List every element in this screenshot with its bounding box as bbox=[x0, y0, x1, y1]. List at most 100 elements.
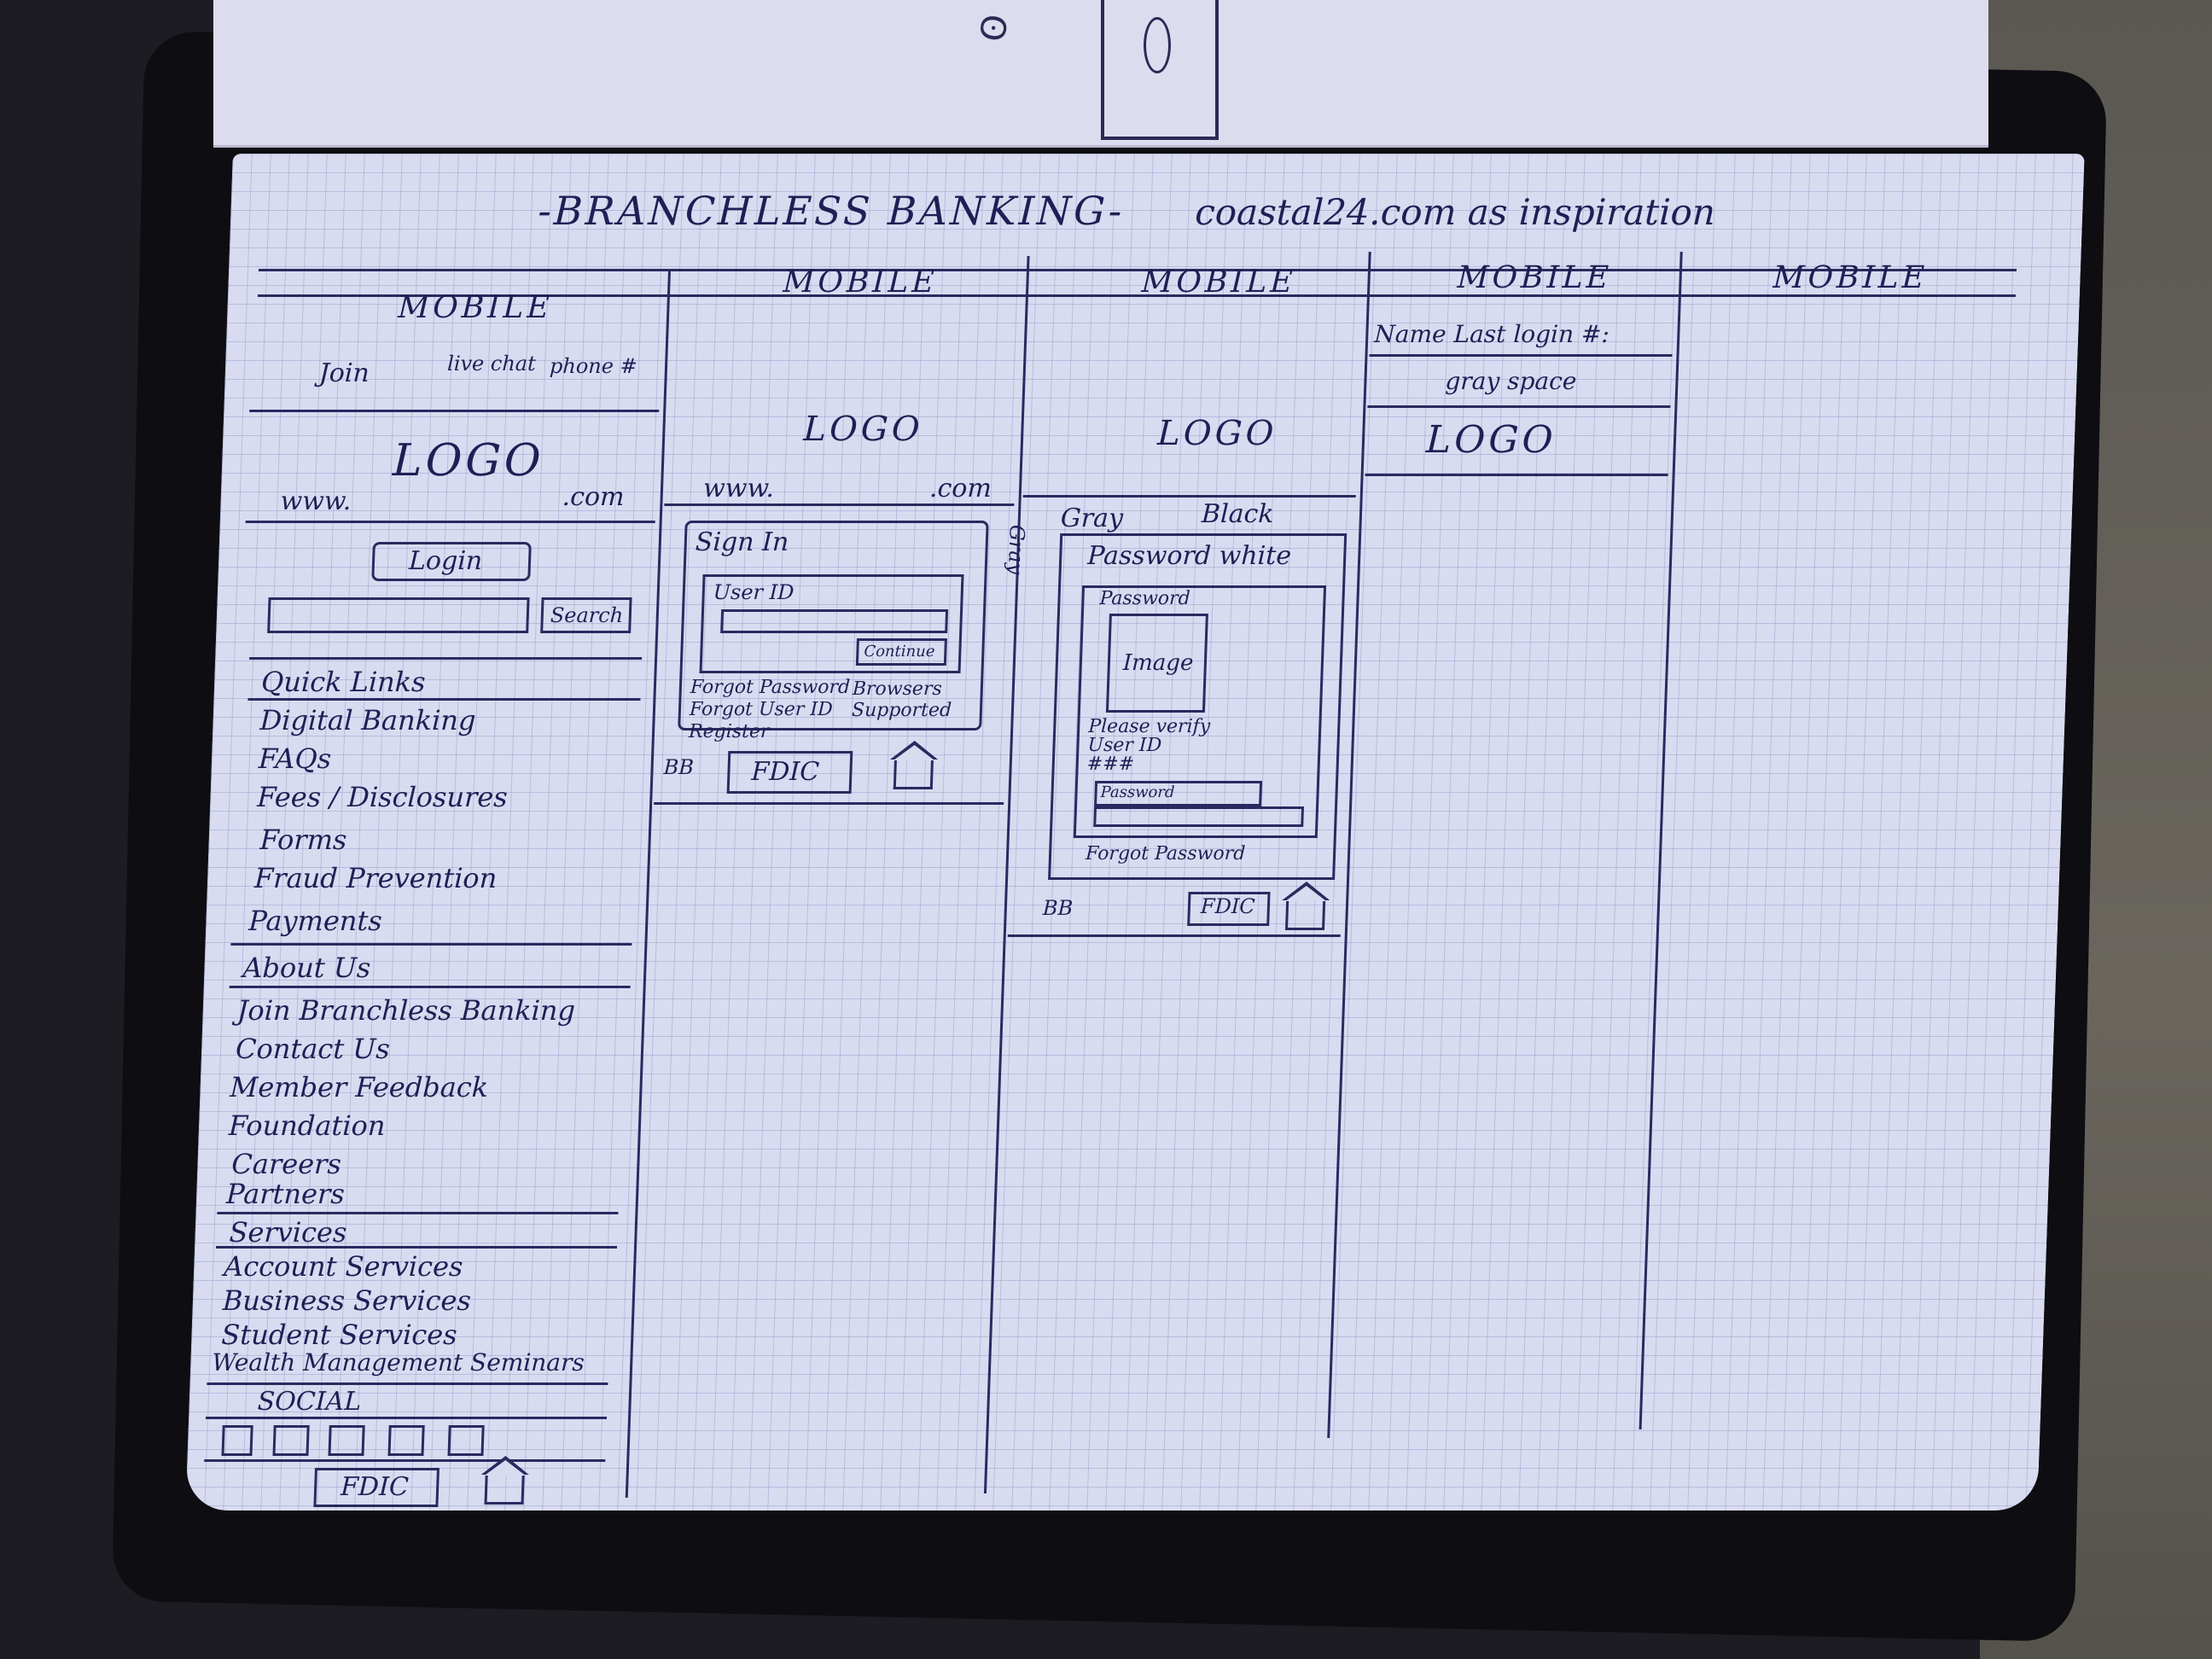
col3-fdic-label: FDIC bbox=[1200, 894, 1256, 918]
col1-services-divider bbox=[215, 1246, 618, 1249]
col4-gray-space: gray space bbox=[1444, 367, 1578, 395]
col3-password-input[interactable]: Password bbox=[1094, 781, 1263, 806]
col5-header: MOBILE bbox=[1772, 260, 1929, 295]
col2-forgot-password-link[interactable]: Forgot Password bbox=[690, 677, 851, 698]
col1-search-button[interactable]: Search bbox=[540, 597, 632, 633]
student-services-link[interactable]: Student Services bbox=[220, 1318, 458, 1351]
col1-login-button[interactable]: Login bbox=[371, 542, 532, 581]
social-icon-5[interactable] bbox=[447, 1425, 485, 1456]
sketch-page: -BRANCHLESS BANKING- coastal24.com as in… bbox=[185, 154, 2085, 1511]
col2-logo-divider bbox=[664, 504, 1015, 506]
about-us-heading[interactable]: About Us bbox=[242, 952, 372, 984]
join-branchless-link[interactable]: Join Branchless Banking bbox=[236, 994, 576, 1027]
col2-continue-label: Continue bbox=[864, 643, 935, 661]
col3-black-label: Black bbox=[1201, 499, 1275, 529]
join-link[interactable]: Join bbox=[318, 358, 370, 388]
col3-image-label: Image bbox=[1122, 650, 1194, 676]
live-chat-link[interactable]: live chat bbox=[446, 352, 537, 375]
foundation-link[interactable]: Foundation bbox=[228, 1109, 387, 1142]
col1-logo: LOGO bbox=[392, 435, 545, 486]
col2-forgot-userid-link[interactable]: Forgot User ID bbox=[689, 699, 834, 720]
previous-page-sketch-oval bbox=[1144, 17, 1171, 73]
column-divider-1 bbox=[625, 269, 672, 1498]
col1-header: MOBILE bbox=[397, 290, 554, 325]
col3-header: MOBILE bbox=[1140, 265, 1297, 300]
col3-forgot-password-link[interactable]: Forgot Password bbox=[1085, 843, 1246, 864]
col2-bb-badge: BB bbox=[663, 755, 695, 779]
member-feedback-link[interactable]: Member Feedback bbox=[229, 1071, 489, 1103]
col1-fdic-badge: FDIC bbox=[313, 1468, 439, 1507]
fraud-prevention-link[interactable]: Fraud Prevention bbox=[253, 862, 498, 894]
col2-browsers-link[interactable]: Browsers Supported bbox=[851, 678, 952, 721]
quick-links-heading[interactable]: Quick Links bbox=[260, 666, 427, 698]
partners-link[interactable]: Partners bbox=[225, 1178, 346, 1210]
col1-social-divider-top bbox=[207, 1382, 608, 1385]
col3-hidden-digits: ### bbox=[1086, 754, 1135, 775]
col2-continue-button[interactable]: Continue bbox=[855, 638, 947, 666]
careers-link[interactable]: Careers bbox=[230, 1148, 342, 1180]
col3-password-white-label: Password white bbox=[1086, 541, 1292, 571]
col4-logo: LOGO bbox=[1425, 418, 1557, 462]
col4-logo-divider bbox=[1365, 474, 1668, 476]
fees-disclosures-link[interactable]: Fees / Disclosures bbox=[256, 781, 509, 813]
wealth-management-link[interactable]: Wealth Management Seminars bbox=[211, 1348, 585, 1377]
col1-search-label: Search bbox=[550, 603, 624, 627]
contact-us-link[interactable]: Contact Us bbox=[235, 1033, 391, 1065]
col3-footer-divider bbox=[1007, 934, 1341, 937]
col3-password-field-label: Password bbox=[1100, 783, 1175, 801]
col1-logo-divider bbox=[245, 521, 655, 523]
col3-bb-badge: BB bbox=[1042, 896, 1074, 920]
col2-fdic-label: FDIC bbox=[750, 757, 820, 787]
col2-signin-title: Sign In bbox=[695, 527, 789, 557]
col3-password-frame: Password Image Please verify User ID ###… bbox=[1073, 585, 1327, 838]
col1-login-label: Login bbox=[408, 546, 483, 576]
equal-housing-icon bbox=[484, 1475, 525, 1505]
col2-url-suffix: .com bbox=[928, 474, 992, 504]
col2-register-link[interactable]: Register bbox=[688, 721, 770, 742]
col3-fdic-badge: FDIC bbox=[1187, 892, 1271, 926]
faqs-link[interactable]: FAQs bbox=[258, 742, 332, 775]
col3-password-panel: Password white Password Image Please ver… bbox=[1048, 533, 1348, 880]
col2-url-prefix: www. bbox=[702, 474, 775, 504]
digital-banking-link[interactable]: Digital Banking bbox=[259, 704, 477, 736]
col1-search-input[interactable] bbox=[267, 597, 530, 633]
inspiration-note: coastal24.com as inspiration bbox=[1194, 191, 1716, 233]
col2-user-id-group: User ID Continue bbox=[699, 574, 964, 673]
col3-security-image: Image bbox=[1105, 614, 1208, 713]
col1-about-divider-top bbox=[230, 943, 632, 946]
col4-name-divider bbox=[1369, 354, 1673, 357]
col2-footer-divider bbox=[654, 802, 1004, 805]
social-heading: SOCIAL bbox=[257, 1387, 362, 1417]
payments-link[interactable]: Payments bbox=[247, 905, 383, 937]
page-title: -BRANCHLESS BANKING- bbox=[537, 188, 1126, 234]
col1-fdic-label: FDIC bbox=[340, 1472, 410, 1502]
col3-password-header: Password bbox=[1099, 588, 1191, 609]
business-services-link[interactable]: Business Services bbox=[222, 1284, 472, 1317]
col2-signin-panel: Sign In User ID Continue Forgot Password… bbox=[678, 521, 989, 742]
col4-name-last-login: Name Last login #: bbox=[1373, 320, 1610, 348]
social-icon-4[interactable] bbox=[387, 1425, 425, 1456]
col2-user-id-input[interactable] bbox=[720, 609, 949, 633]
social-icon-3[interactable] bbox=[328, 1425, 365, 1456]
col2-equal-housing-icon bbox=[893, 760, 934, 789]
services-heading[interactable]: Services bbox=[228, 1216, 348, 1249]
col2-logo: LOGO bbox=[802, 410, 924, 449]
col4-gray-divider bbox=[1367, 405, 1671, 408]
col1-topbar-divider bbox=[249, 410, 660, 412]
col3-logo: LOGO bbox=[1156, 414, 1278, 453]
col1-about-divider bbox=[229, 986, 631, 988]
col1-url-suffix: .com bbox=[562, 482, 626, 512]
social-icon-2[interactable] bbox=[272, 1425, 310, 1456]
phone-link[interactable]: phone # bbox=[549, 354, 638, 378]
previous-page: ʘ bbox=[213, 0, 1988, 148]
col2-header: MOBILE bbox=[782, 265, 939, 300]
forms-link[interactable]: Forms bbox=[259, 824, 348, 856]
previous-page-scribble: ʘ bbox=[973, 11, 1017, 45]
col2-user-id-label: User ID bbox=[713, 580, 795, 604]
col3-submit-row[interactable] bbox=[1093, 806, 1305, 827]
col3-gray-label: Gray bbox=[1060, 504, 1124, 533]
social-icon-1[interactable] bbox=[221, 1425, 253, 1456]
account-services-link[interactable]: Account Services bbox=[223, 1250, 464, 1283]
column-divider-2 bbox=[983, 256, 1030, 1493]
col1-url-prefix: www. bbox=[279, 486, 352, 516]
